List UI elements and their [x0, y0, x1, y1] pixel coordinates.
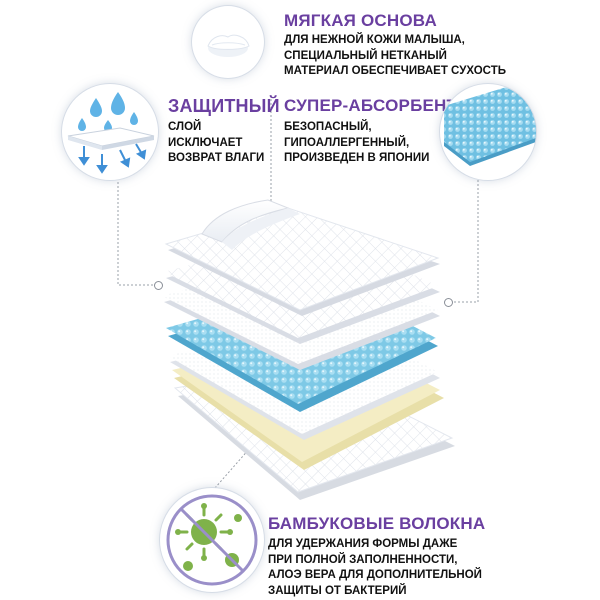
- connector-dot-protective: [154, 281, 163, 290]
- layer-top: [164, 199, 440, 316]
- bamboo-fibers-description: ДЛЯ УДЕРЖАНИЯ ФОРМЫ ДАЖЕ ПРИ ПОЛНОЙ ЗАПО…: [268, 538, 482, 597]
- protective-layer-description: СЛОЙ ИСКЛЮЧАЕТ ВОЗВРАТ ВЛАГИ: [168, 121, 265, 164]
- protective-layer-circle: [62, 84, 158, 180]
- absorbent-texture-icon: [444, 86, 536, 166]
- soft-base-title: МЯГКАЯ ОСНОВА: [284, 11, 437, 30]
- soft-base-description: ДЛЯ НЕЖНОЙ КОЖИ МАЛЫША, СПЕЦИАЛЬНЫЙ НЕТК…: [284, 34, 506, 77]
- soft-base-circle: [192, 6, 264, 78]
- cotton-icon: [207, 34, 250, 57]
- super-absorbent-title: СУПЕР-АБСОРБЕНТ: [284, 96, 458, 115]
- water-drops-icon: [67, 92, 155, 174]
- super-absorbent-description: БЕЗОПАСНЫЙ, ГИПОАЛЛЕРГЕННЫЙ, ПРОИЗВЕДЕН …: [284, 121, 430, 164]
- protective-layer-title: ЗАЩИТНЫЙ: [168, 96, 280, 116]
- super-absorbent-circle: [440, 84, 536, 180]
- bamboo-fibers-circle: [160, 488, 264, 592]
- no-bacteria-icon: [166, 494, 258, 586]
- connector-dot-absorbent: [444, 298, 453, 307]
- bamboo-fibers-title: БАМБУКОВЫЕ ВОЛОКНА: [268, 514, 486, 533]
